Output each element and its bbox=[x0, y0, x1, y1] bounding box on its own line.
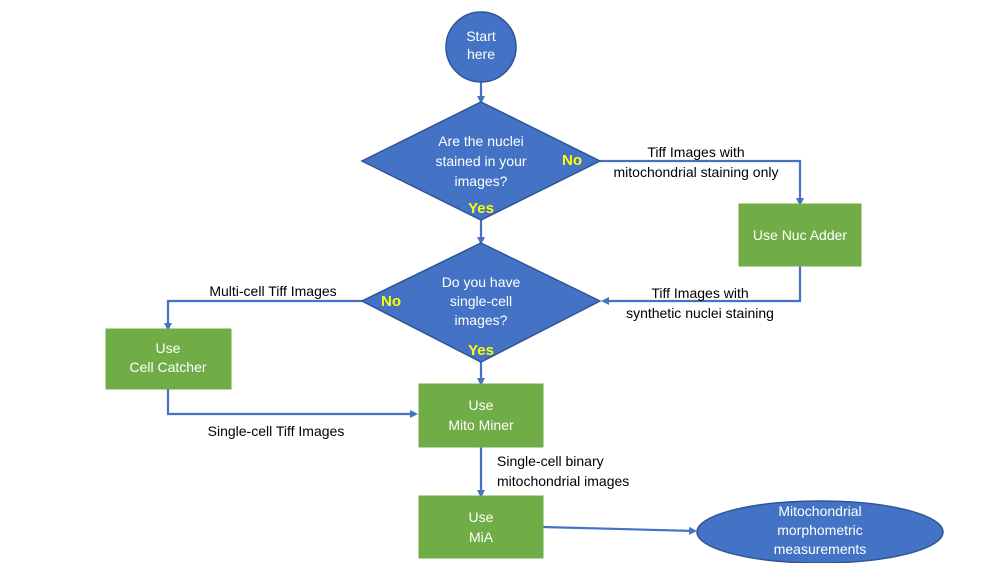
edge-label-cellcatcher-out: Single-cell Tiff Images bbox=[208, 423, 345, 439]
arrow-cellcatcher-to-mitominer bbox=[166, 389, 418, 418]
arrow-q2-no bbox=[164, 299, 362, 331]
output-measurements: Mitochondrial morphometric measurements bbox=[696, 500, 944, 563]
process-nuc-adder: Use Nuc Adder bbox=[738, 203, 862, 267]
process-cell-catcher: Use Cell Catcher bbox=[105, 328, 232, 390]
mito-miner-line-1: Use bbox=[469, 397, 494, 413]
decision-single-line-2: single-cell bbox=[450, 293, 512, 309]
decision-single-yes-label: Yes bbox=[468, 342, 494, 359]
edge-label-mitominer-out-1: Single-cell binary bbox=[497, 453, 604, 469]
process-mia: Use MiA bbox=[418, 495, 544, 559]
arrow-mia-to-measurements bbox=[542, 525, 697, 535]
mito-miner-line-2: Mito Miner bbox=[448, 417, 514, 433]
measurements-line-3: measurements bbox=[774, 541, 867, 557]
decision-nuclei-yes-label: Yes bbox=[468, 200, 494, 217]
decision-nuclei-line-3: images? bbox=[455, 173, 508, 189]
cell-catcher-line-2: Cell Catcher bbox=[129, 359, 206, 375]
arrow-nucadder-to-q2 bbox=[601, 266, 802, 305]
decision-nuclei-line-1: Are the nuclei bbox=[438, 133, 524, 149]
cell-catcher-line-1: Use bbox=[156, 340, 181, 356]
process-mito-miner: Use Mito Miner bbox=[418, 383, 544, 448]
nuc-adder-label: Use Nuc Adder bbox=[753, 227, 847, 243]
mia-line-2: MiA bbox=[469, 529, 494, 545]
decision-nuclei-no-label: No bbox=[562, 152, 582, 169]
mia-line-1: Use bbox=[469, 509, 494, 525]
start-line-2: here bbox=[467, 46, 495, 62]
decision-single-line-3: images? bbox=[455, 312, 508, 328]
decision-nuclei-stained: Are the nuclei stained in your images? Y… bbox=[360, 101, 602, 221]
edge-label-nucadder-out-2: synthetic nuclei staining bbox=[626, 305, 774, 321]
edge-label-nuclei-no-1: Tiff Images with bbox=[647, 144, 744, 160]
edge-label-nuclei-no-2: mitochondrial staining only bbox=[614, 164, 779, 180]
decision-single-cell: Do you have single-cell images? Yes No bbox=[360, 242, 602, 363]
start-line-1: Start bbox=[466, 28, 496, 44]
decision-nuclei-line-2: stained in your bbox=[435, 153, 526, 169]
measurements-line-1: Mitochondrial bbox=[778, 503, 861, 519]
measurements-line-2: morphometric bbox=[777, 522, 863, 538]
decision-single-line-1: Do you have bbox=[442, 274, 521, 290]
arrow-q1-no bbox=[600, 159, 804, 206]
edge-label-single-no: Multi-cell Tiff Images bbox=[209, 283, 336, 299]
edge-label-nucadder-out-1: Tiff Images with bbox=[651, 285, 748, 301]
start-node: Start here bbox=[445, 11, 517, 83]
edge-label-mitominer-out-2: mitochondrial images bbox=[497, 473, 629, 489]
decision-single-no-label: No bbox=[381, 293, 401, 310]
